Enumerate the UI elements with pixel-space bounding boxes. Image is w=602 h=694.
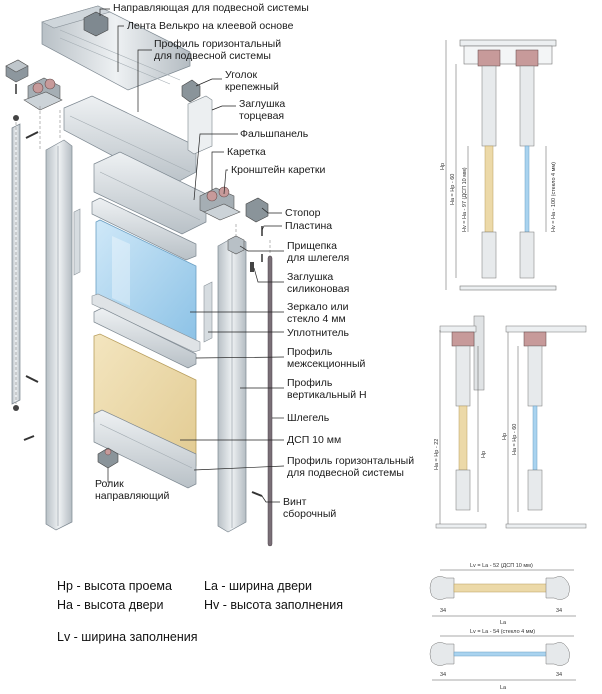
label-inter-profile-1: Профиль [287,346,333,358]
section-glass-strip [524,145,530,233]
label-roller-2: направляющий [95,490,170,502]
dim-top-ha: Ha = Hp - 60 [450,174,456,205]
label-profile-h-top-1: Профиль горизонтальный [154,38,281,50]
label-screw-2: сборочный [283,508,336,520]
dim-mid-right-hp: Hp [502,433,508,440]
label-silicone-cap-1: Заглушка [287,271,333,283]
label-corner-2: крепежный [225,81,279,93]
section-mid-right: Hp Ha = Hp - 60 [502,325,587,529]
screw-left-bottom [25,375,39,383]
label-carriage: Каретка [227,146,266,158]
section-carriage-right [515,49,539,67]
velcro-clip [83,11,109,37]
legend-ha: На - высота двери [57,598,163,612]
dim-mid-left-hp: Hp [481,451,487,458]
section-mid-left: Ha = Hp - 22 Hp [434,315,487,529]
label-stopper: Стопор [285,207,321,219]
label-silicone-cap-2: силиконовая [287,283,349,295]
dim-sec1-right: 34 [556,608,562,614]
section-carriage-left [477,49,501,67]
dim-mid-left-ha: Ha = Hp - 22 [434,439,440,470]
roller-guide [97,447,119,469]
label-vert-profile-2: вертикальный Н [287,389,367,401]
label-profile-h-bot-1: Профиль горизонтальный [287,455,414,467]
plan-section-dsp: Lv = La - 52 (ДСП 10 мм) 34 34 La [429,563,576,626]
label-vert-profile-1: Профиль [287,377,333,389]
dim-sec1-left: 34 [440,608,446,614]
top-horizontal-profile [63,95,197,187]
dim-sec2-left: 34 [440,672,446,678]
corner-block-left [5,59,29,94]
label-clip-2: для шлегеля [287,252,349,264]
dim-sec2-right: 34 [556,672,562,678]
label-velcro: Лента Велькро на клеевой основе [127,20,294,32]
callout-labels: Направляющая для подвесной системы Лента… [95,2,414,520]
dim-sec1-lv: Lv = La - 52 (ДСП 10 мм) [470,563,533,569]
label-seal: Уплотнитель [287,327,350,339]
dim-top-hp: Hp [440,163,446,170]
end-cap-top [187,95,213,155]
dim-sec2-la: La [500,685,507,691]
carriage-right [199,186,241,221]
label-clip-1: Прищепка [287,240,337,252]
seal-strip [91,293,201,353]
screw-left-top [25,131,39,139]
schlegel-clip [227,235,245,255]
dim-top-hv-glass: Hv = Ha - 100 (стекло 4 мм) [551,162,557,232]
label-false-panel: Фальшпанель [240,128,309,140]
label-dsp: ДСП 10 мм [287,434,341,446]
label-mirror-2: стекло 4 мм [287,313,346,325]
dim-top-hv-dsp: Hv = Ha - 97 (ДСП 10 мм) [462,167,468,232]
legend-lv: Lv - ширина заполнения [57,630,198,644]
label-profile-h-top-2: для подвесной системы [154,50,271,62]
label-end-cap-1: Заглушка [239,98,285,110]
label-screw-1: Винт [283,496,307,508]
rail-cap-top [13,115,19,121]
label-inter-profile-2: межсекционный [287,358,366,370]
legend-hv: Hv - высота заполнения [204,598,343,612]
corner-bracket [181,79,201,103]
inter-section-profile [93,307,197,369]
dim-sec1-la: La [500,620,507,626]
label-end-cap-2: торцевая [239,110,284,122]
legend-la: La - ширина двери [204,579,312,593]
inner-top-profile [91,197,197,261]
exploded-view [5,5,273,547]
section-dsp-strip [484,145,494,233]
label-profile-h-bot-2: для подвесной системы [287,467,404,479]
vertical-profile-left [45,139,73,531]
screw-right-bottom [251,491,263,497]
label-corner-1: Уголок [225,69,257,81]
label-guide-top: Направляющая для подвесной системы [113,2,309,14]
label-roller-1: Ролик [95,478,124,490]
carriage-left [23,77,63,111]
legend: Нр - высота проема На - высота двери Lv … [57,579,343,644]
bottom-horizontal-profile [93,409,197,489]
label-plate: Пластина [285,220,332,232]
schlegel-strip [267,255,273,547]
rail-cap-bottom [13,405,19,411]
label-schlegel: Шлегель [287,412,330,424]
screw-left-lower [23,435,35,441]
false-panel [93,151,207,235]
seal-left [73,208,81,276]
dim-mid-right-ha: Ha = Hp - 60 [512,424,518,455]
stopper [245,197,269,223]
plan-section-glass: Lv = La - 54 (стекло 4 мм) 34 34 La [429,629,576,691]
label-carriage-bracket: Кронштейн каретки [231,164,326,176]
callout-leaders [99,8,285,503]
label-mirror-1: Зеркало или [287,301,349,313]
dim-sec2-lv: Lv = La - 54 (стекло 4 мм) [470,629,535,635]
silicone-cap [250,262,254,272]
legend-hp: Нр - высота проема [57,579,172,593]
section-top: Hp Ha = Hp - 60 Hv = Ha - 97 (ДСП 10 мм)… [440,39,557,291]
